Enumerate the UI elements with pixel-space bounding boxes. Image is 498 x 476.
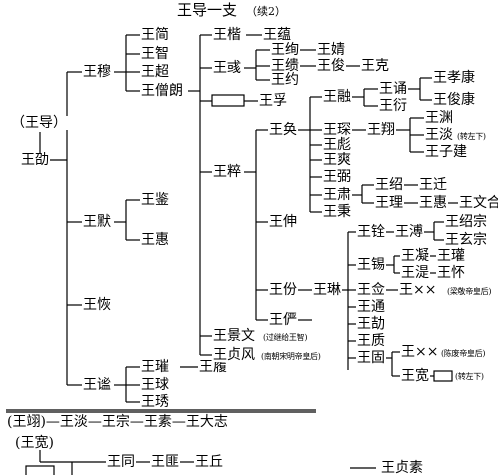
node-wang-chao: 王超	[140, 64, 170, 80]
note-wang-zhenfeng: (南朝宋明帝皇后)	[260, 352, 322, 361]
node-wang-pi: 王俨	[268, 312, 298, 328]
node-wang-jing: 王婧	[316, 42, 346, 58]
note-wang-tan: (转左下)	[456, 132, 487, 141]
diagram-title: 王导一支	[176, 1, 239, 19]
note-wang-xx-1: (梁敬帝皇后)	[446, 287, 493, 296]
node-wang-guan: 王瓘	[436, 248, 466, 264]
node-wang-xuanzong: 王玄宗	[444, 232, 488, 248]
node-wang-cui-2: 王璀	[140, 359, 170, 375]
note-wang-jingwen: (过继给王智)	[262, 333, 309, 342]
node-wang-zhenfeng: 王贞风	[212, 347, 256, 363]
node-wang-zijian: 王子建	[424, 144, 468, 160]
node-wang-xun: 王绚	[270, 42, 300, 58]
continuation-wang-fei: 王匪	[150, 454, 180, 470]
continuation-row-2: (王宽)	[14, 435, 55, 451]
node-wang-shao-2: 王绍	[374, 177, 404, 193]
node-wang-jie: 王劼	[356, 316, 386, 332]
node-wang-jingwen: 王景文	[212, 328, 256, 344]
node-wang-tong: 王通	[356, 299, 386, 315]
node-wang-bing: 王秉	[322, 204, 352, 220]
node-wang-kai: 王恢	[82, 297, 112, 313]
node-wang-rong: 王融	[322, 89, 352, 105]
node-wang-quan: 王铨	[356, 224, 386, 240]
node-wang-huo: 王彧	[212, 60, 242, 76]
node-wang-junkang: 王俊康	[432, 92, 476, 108]
node-wang-fu: 王孚	[258, 93, 288, 109]
node-wang-li: 王理	[374, 195, 404, 211]
node-wang-senglang: 王僧朗	[140, 83, 184, 99]
node-wang-jun: 王俊	[316, 58, 346, 74]
node-wang-huai: 王怀	[436, 265, 466, 281]
node-wang-cui: 王粹	[212, 164, 242, 180]
node-wang-mo: 王默	[82, 214, 112, 230]
node-wang-shaozong: 王绍宗	[444, 214, 488, 230]
node-wang-ning: 王凝	[400, 248, 430, 264]
node-wang-lu: 王履	[198, 359, 228, 375]
node-wang-yan: 王衍	[378, 98, 408, 114]
node-wang-ke: 王克	[360, 58, 390, 74]
node-wang-jian-2: 王鉴	[140, 192, 170, 208]
node-wang-qian-2: 王佥	[356, 282, 386, 298]
note-wang-xx-2: (陈废帝皇后)	[440, 349, 487, 358]
continuation-wang-tong: 王同	[106, 454, 136, 470]
node-wang-xiu: 王琇	[140, 394, 170, 410]
continuation-row-1: (王翊)—王淡—王宗—王素—王大志	[6, 414, 229, 430]
note-wang-kuan: (转左下)	[454, 372, 485, 381]
node-wang-xiang: 王翔	[366, 122, 396, 138]
node-wang-yuan: 王渊	[424, 110, 454, 126]
node-wang-hui-2: 王惠	[418, 195, 448, 211]
node-wang-zhi-2: 王质	[356, 333, 386, 349]
node-wang-yun: 王蕴	[262, 27, 292, 43]
node-wang-huan: 王奂	[268, 122, 298, 138]
node-wang-qiu: 王球	[140, 377, 170, 393]
node-wang-tan: 王淡	[424, 127, 454, 143]
node-wang-chen: 王琛	[322, 122, 352, 138]
node-wang-bo: 王溥	[394, 224, 424, 240]
node-wang-xx-1: 王××	[398, 282, 438, 298]
node-wang-xiaokang: 王孝康	[432, 70, 476, 86]
node-wang-wenhe: 王文合	[458, 196, 498, 210]
node-wang-xi: 王锡	[356, 257, 386, 273]
node-wang-song: 王诵	[378, 81, 408, 97]
node-wang-shao: 王劭	[20, 152, 50, 168]
node-wang-shuang: 王爽	[322, 152, 352, 168]
node-wang-lin: 王琳	[312, 282, 342, 298]
node-wang-ti: 王湜	[400, 265, 430, 281]
continuation-wang-zhensu: 王贞素	[380, 460, 424, 476]
node-wang-qian: 王迁	[418, 177, 448, 193]
node-wang-kai-2: 王楷	[212, 27, 242, 43]
node-wang-kuan: 王宽	[400, 368, 430, 384]
node-wang-xu: 王缋	[270, 58, 300, 74]
node-wang-gu: 王固	[356, 350, 386, 366]
node-wang-biao: 王彪	[322, 137, 352, 153]
diagram-subtitle: （续2）	[245, 5, 287, 18]
node-wang-yi: 王谧	[82, 377, 112, 393]
node-wang-fen: 王份	[268, 282, 298, 298]
node-wang-zhi: 王智	[140, 46, 170, 62]
node-wang-bi: 王弼	[322, 169, 352, 185]
node-wang-dao: （王导）	[10, 115, 68, 131]
node-wang-jian: 王简	[140, 27, 170, 43]
node-wang-shen: 王伸	[268, 214, 298, 230]
continuation-wang-qiu: 王丘	[194, 454, 224, 470]
node-wang-xx-2: 王××	[400, 344, 440, 360]
node-wang-mu: 王穆	[82, 64, 112, 80]
node-wang-su: 王肃	[322, 187, 352, 203]
node-wang-yue: 王约	[270, 72, 300, 88]
node-wang-hui: 王惠	[140, 232, 170, 248]
